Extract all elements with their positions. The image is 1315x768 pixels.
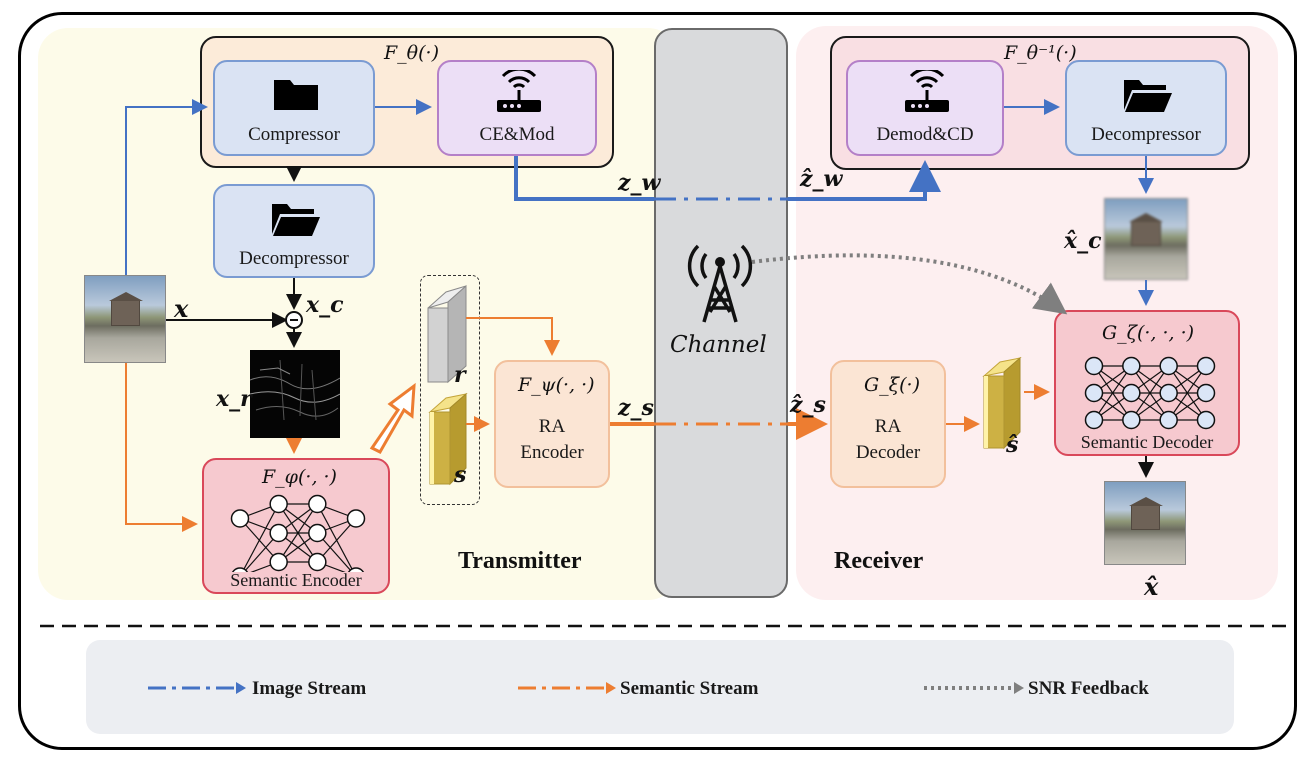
s-label: s — [454, 462, 467, 488]
legend-snr-feedback-swatch — [924, 682, 1024, 694]
ra-encoder-label-1: RA — [538, 416, 566, 437]
compressor-label: Compressor — [248, 124, 340, 145]
compressor-group-label: F_θ(·) — [384, 42, 439, 64]
input-to-compressor-line — [125, 99, 208, 275]
input-image — [84, 275, 166, 363]
channel-region — [654, 28, 788, 598]
ra-decoder-label-2: Decoder — [855, 442, 921, 463]
router-icon — [497, 70, 541, 112]
zw-line — [514, 156, 654, 201]
transmitter-title: Transmitter — [458, 548, 582, 574]
ra-encoder-fn: F_ψ(·, ·) — [518, 374, 595, 396]
tx-decompressor-label: Decompressor — [239, 248, 349, 269]
decompressor-group-label: F_θ⁻¹(·) — [1004, 42, 1077, 64]
channel-label: Channel — [670, 332, 767, 358]
demod-label: Demod&CD — [876, 124, 974, 145]
ra-encoder-box: F_ψ(·, ·) RA Encoder — [494, 360, 610, 488]
residual-image — [250, 350, 340, 438]
output-label: x̂ — [1144, 572, 1159, 601]
semantic-decoder-fn: G_ζ(·, ·, ·) — [1102, 322, 1195, 344]
ra-decoder-box: G_ξ(·) RA Decoder — [830, 360, 946, 488]
zs-hat-label: ẑ_s — [790, 392, 826, 418]
feature-group — [420, 275, 480, 505]
neural-network-icon — [1084, 356, 1216, 430]
open-folder-icon — [1124, 80, 1172, 112]
semantic-decoder-box: G_ζ(·, ·, ·) Semantic Decoder — [1054, 310, 1240, 456]
s-hat-label: ŝ — [1006, 432, 1019, 458]
ra-decoder-fn: G_ξ(·) — [864, 374, 921, 396]
compressor-box: Compressor — [213, 60, 375, 156]
zw-label: z_w — [618, 170, 661, 196]
semantic-encoder-fn: F_φ(·, ·) — [262, 466, 337, 488]
folder-icon — [274, 80, 318, 110]
legend-semantic-stream-swatch — [518, 682, 616, 694]
cemod-label: CE&Mod — [479, 124, 555, 145]
input-to-encoder-line — [125, 363, 198, 532]
rx-decompressor-label: Decompressor — [1091, 124, 1201, 145]
cell-tower-icon — [687, 244, 753, 323]
legend-image-stream-swatch — [148, 682, 246, 694]
xc-hat-label: x̂_c — [1064, 228, 1102, 254]
neural-network-icon — [230, 494, 366, 572]
semantic-encoder-label: Semantic Encoder — [230, 570, 362, 590]
zs-label: z_s — [618, 395, 654, 421]
receiver-title: Receiver — [834, 548, 924, 574]
xc-label: x_c — [306, 292, 344, 318]
ra-encoder-label-2: Encoder — [520, 442, 584, 463]
snr-feedback-line — [751, 253, 1068, 315]
xr-label: x_r — [216, 386, 252, 412]
demod-box: Demod&CD — [846, 60, 1004, 156]
zw-hat-line — [788, 160, 941, 201]
legend-snr-feedback: SNR Feedback — [1028, 678, 1149, 699]
s-hat-feature — [982, 356, 1022, 450]
zw-hat-label: ẑ_w — [800, 166, 843, 192]
open-folder-icon — [272, 204, 320, 236]
r-label: r — [454, 362, 466, 388]
s-feature — [428, 392, 468, 486]
hollow-arrow-icon — [369, 382, 416, 454]
legend-image-stream: Image Stream — [252, 678, 367, 699]
router-icon — [905, 70, 949, 112]
legend — [86, 640, 1234, 734]
x-label: x — [174, 294, 189, 323]
r-to-ra-encoder-line — [466, 317, 560, 356]
legend-semantic-stream: Semantic Stream — [620, 678, 759, 699]
output-image — [1104, 481, 1186, 565]
coarse-image — [1104, 198, 1188, 280]
cemod-box: CE&Mod — [437, 60, 597, 156]
ra-decoder-label-1: RA — [874, 416, 902, 437]
r-feature — [427, 284, 467, 384]
rx-decompressor-box: Decompressor — [1065, 60, 1227, 156]
semantic-encoder-box: F_φ(·, ·) Semantic Encoder — [202, 458, 390, 594]
tx-decompressor-box: Decompressor — [213, 184, 375, 278]
semantic-decoder-label: Semantic Decoder — [1080, 432, 1214, 452]
